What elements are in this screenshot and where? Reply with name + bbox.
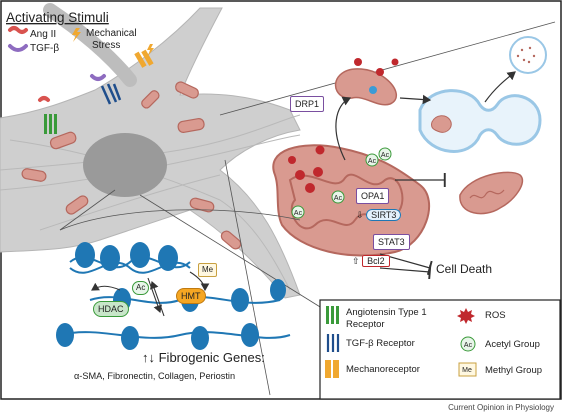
legend-acetyl-label: Acetyl Group (485, 339, 540, 350)
journal-credit: Current Opinion in Physiology (448, 403, 554, 412)
up-arrow-icon: ⇧ (352, 256, 360, 266)
stimuli-title: Activating Stimuli (6, 10, 109, 25)
cell-death-label: Cell Death (436, 262, 493, 276)
stat3-label: STAT3 (373, 234, 410, 250)
legend-panel: Angiotensin Type 1 Receptor TGF-β Recept… (319, 299, 561, 400)
drp1-arrow (335, 96, 352, 161)
ang2-label: Ang II (30, 29, 56, 40)
tgfb-icon (8, 44, 28, 52)
legend-mechano-label: Mechanoreceptor (346, 364, 420, 375)
fibroblast-cell (0, 3, 301, 299)
opa1-label: OPA1 (356, 188, 390, 204)
fission-mito-top (334, 68, 397, 106)
lightning-icon (72, 28, 81, 42)
legend-tgfr-icon (326, 334, 340, 352)
svg-text:Ac: Ac (294, 210, 303, 217)
at1-receptor-icon (44, 114, 57, 134)
fibrogenic-genes-title: ↑↓ Fibrogenic Genes: (142, 350, 265, 365)
activating-stimuli-panel: Activating Stimuli Ang II TGF-β Mechanic… (6, 10, 137, 54)
tgfb-receptor-icon (90, 74, 122, 105)
bcl2-inhibit (379, 264, 432, 280)
healthy-mito-right (459, 171, 524, 215)
ang2-icon (8, 26, 28, 34)
fibrogenic-genes-list: α-SMA, Fibronectin, Collagen, Periostin (74, 371, 235, 381)
small-mito (49, 131, 77, 150)
svg-text:Ac: Ac (464, 342, 473, 349)
legend-acetyl-icon: Ac (460, 336, 476, 352)
legend-ros-icon (457, 308, 475, 324)
chromatin-panel (56, 209, 301, 350)
zoom-line-top (219, 21, 556, 116)
svg-text:Ac: Ac (368, 158, 377, 165)
svg-text:Me: Me (462, 367, 472, 374)
svg-text:Ac: Ac (381, 152, 390, 159)
lysosome (509, 36, 547, 74)
acetyl-symbol: Ac (132, 281, 150, 295)
lysosome-arrow (484, 71, 516, 103)
ang2-ligand-icon (38, 96, 50, 102)
legend-ros-label: ROS (485, 310, 506, 321)
sirt3-label: SIRT3 (366, 209, 402, 221)
sirt3-group: ⇩ SIRT3 (356, 209, 402, 221)
ros-near-drp1 (354, 58, 399, 76)
zoom-line-bottom (224, 159, 271, 396)
legend-methyl-label: Methyl Group (485, 365, 542, 376)
bcl2-group: ⇧ Bcl2 (352, 255, 390, 267)
mechanoreceptor-icon (134, 44, 154, 68)
fission-arrow (399, 94, 432, 105)
membrane-receptors (38, 44, 154, 134)
svg-text:Ac: Ac (334, 195, 343, 202)
large-mitochondrion (272, 144, 430, 257)
hmt-label: HMT (176, 288, 206, 304)
mech-stress-line2: Stress (92, 40, 120, 51)
mitochondria-panel: Ac Ac Ac Ac (272, 36, 547, 280)
legend-at1-line2: Receptor (346, 319, 385, 330)
acetyl-markers-mito: Ac Ac Ac Ac (291, 147, 392, 219)
bcl2-label: Bcl2 (362, 255, 390, 267)
hdac-label: HDAC (93, 301, 129, 317)
legend-tgfr-label: TGF-β Receptor (346, 338, 415, 349)
nucleosomes (56, 242, 286, 350)
zoom-line-nucleus-right (139, 194, 326, 311)
drp1-label: DRP1 (290, 96, 325, 112)
legend-methyl-icon: Me (458, 362, 477, 377)
tgfb-label: TGF-β (30, 43, 59, 54)
mitophagy-vesicle (418, 89, 542, 153)
down-arrow-icon: ⇩ (356, 210, 364, 220)
nucleus-shape (83, 133, 167, 197)
legend-at1-line1: Angiotensin Type 1 (346, 307, 427, 318)
ros-cluster-large-mito (288, 145, 325, 193)
methyl-symbol: Me (198, 263, 218, 277)
legend-mechano-icon (325, 360, 339, 378)
legend-at1-icon (326, 306, 339, 324)
mech-stress-line1: Mechanical (86, 28, 137, 39)
zoom-line-nucleus-left (59, 189, 116, 231)
